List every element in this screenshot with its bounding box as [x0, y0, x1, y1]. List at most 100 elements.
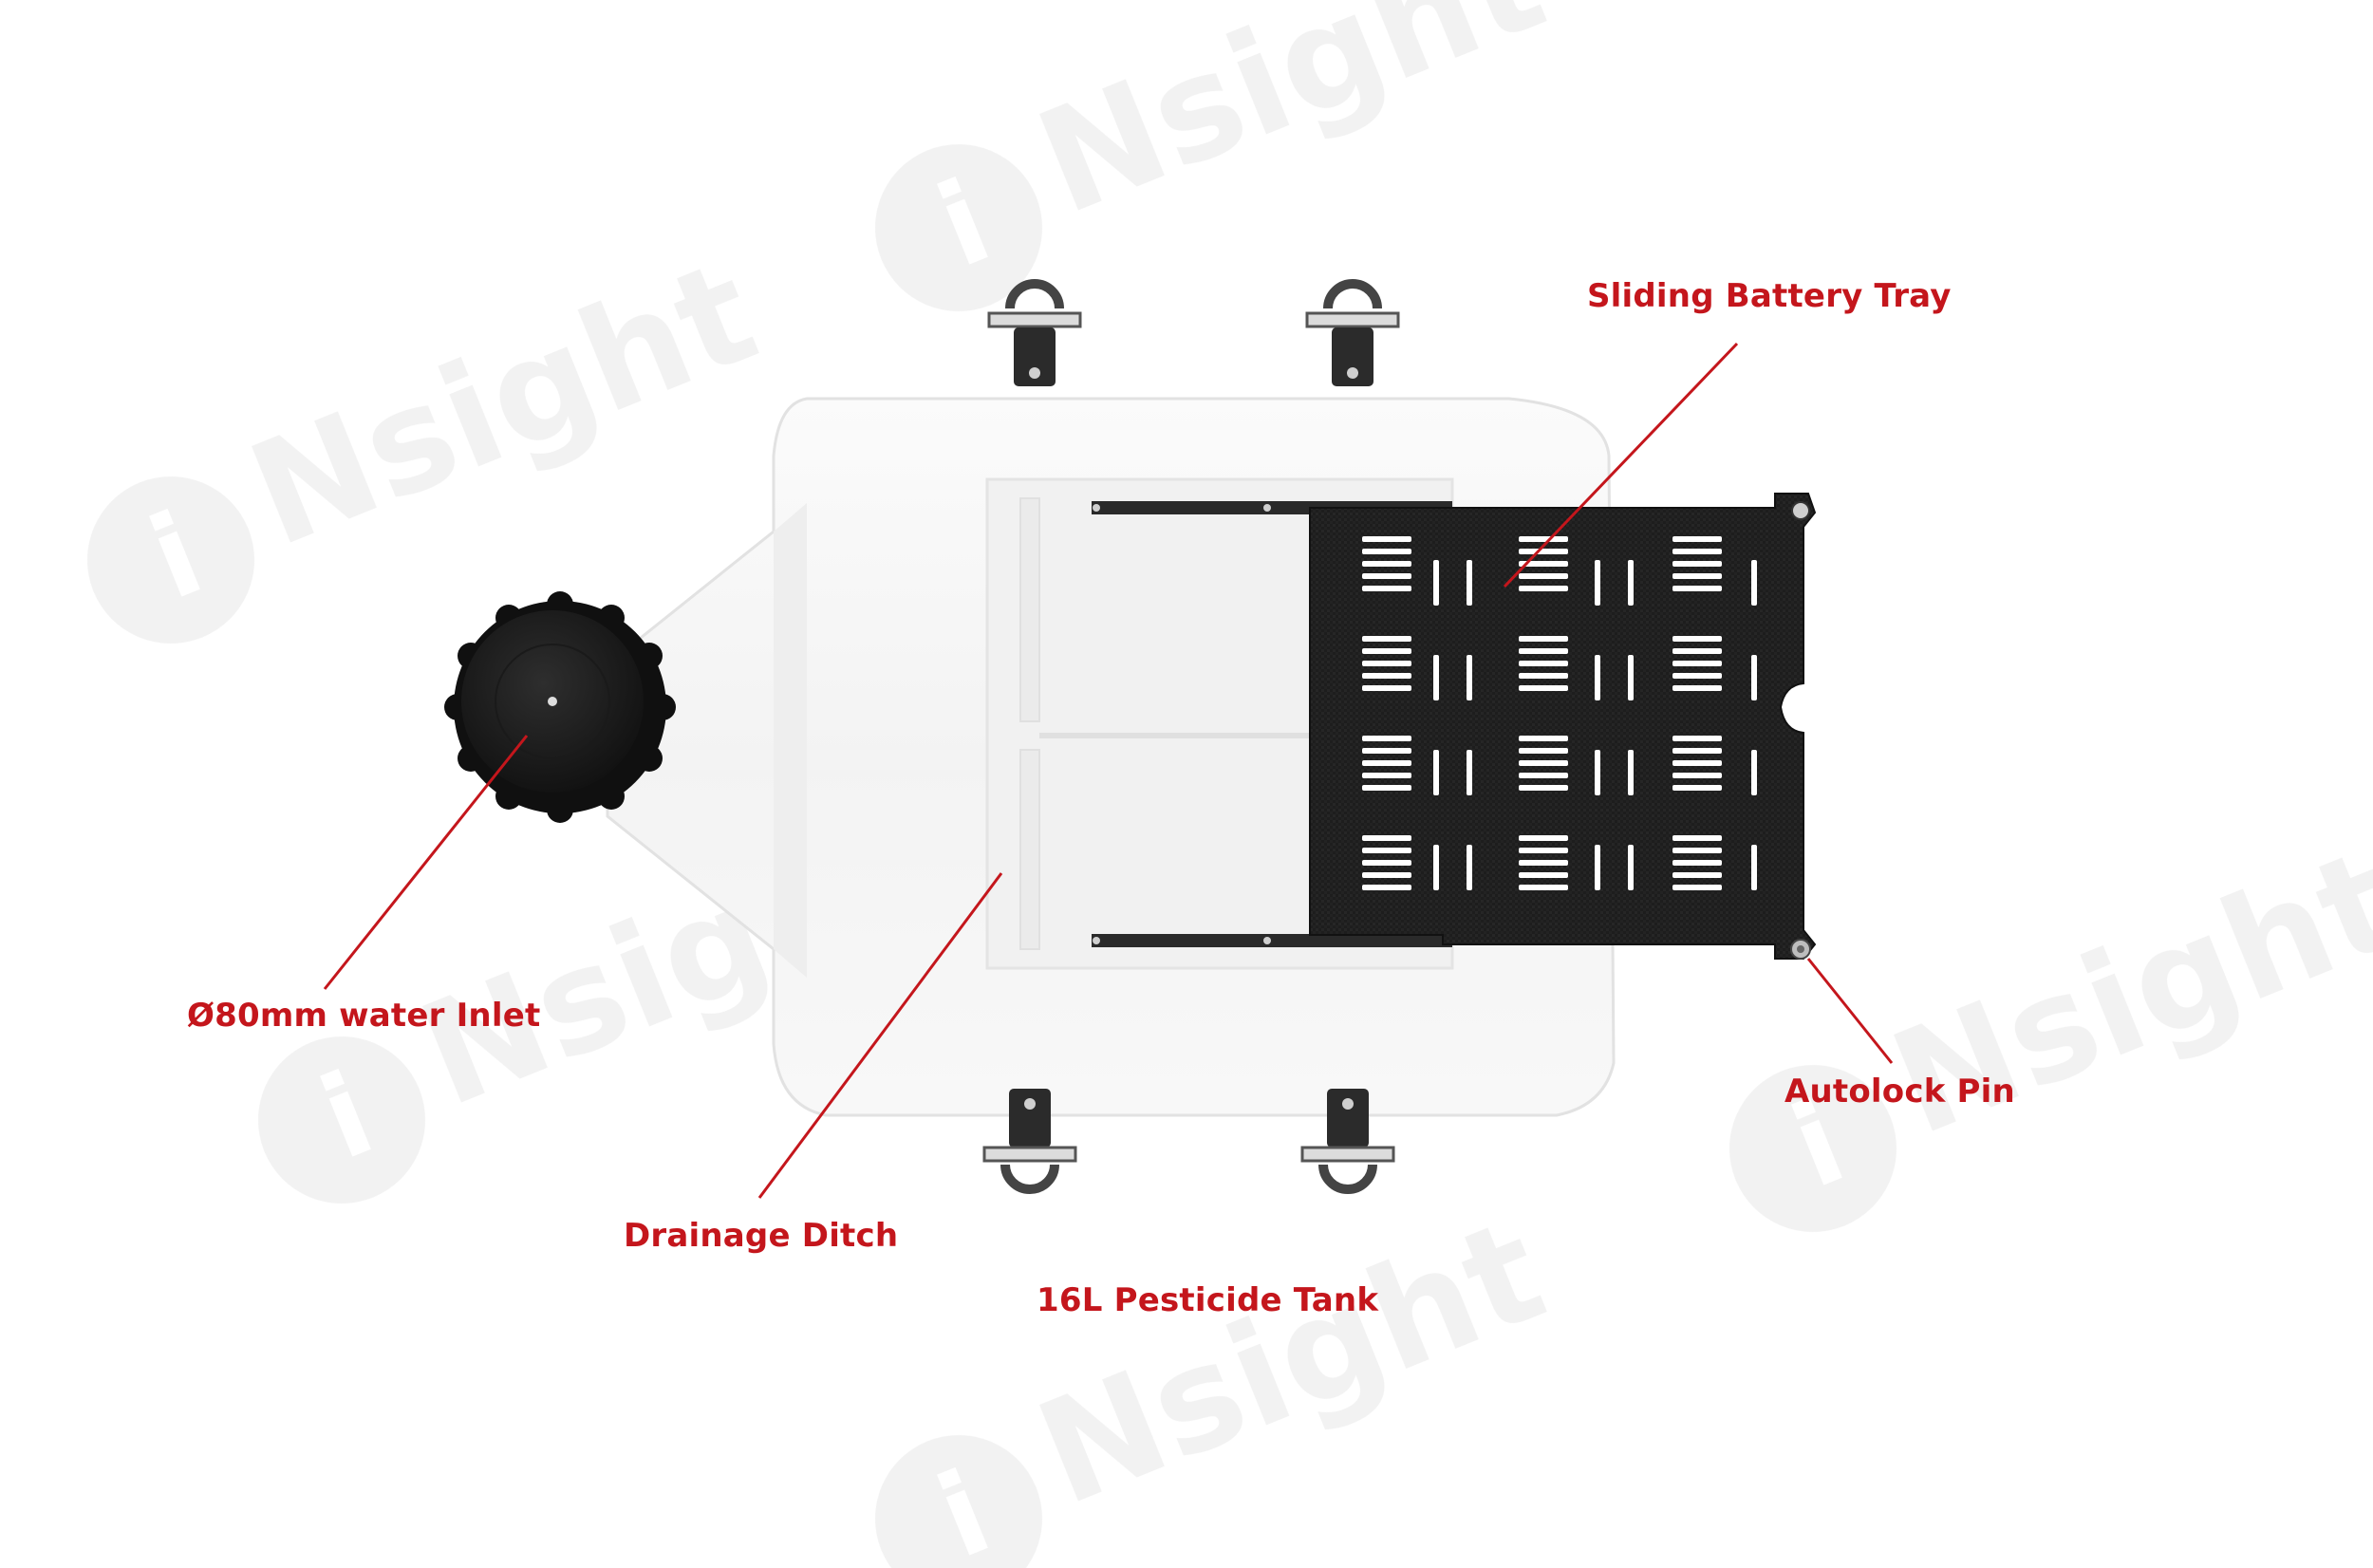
- tray-slot: [1467, 845, 1472, 890]
- mounting-clamps-top: [987, 279, 1400, 386]
- tray-slot: [1628, 655, 1634, 700]
- tray-slot: [1362, 648, 1411, 654]
- tray-slot: [1672, 785, 1722, 791]
- tray-slot: [1519, 748, 1568, 754]
- tray-slot: [1519, 661, 1568, 666]
- tray-slot: [1362, 685, 1411, 691]
- watermark-brand: Nsight: [230, 230, 777, 579]
- tray-slot: [1628, 845, 1634, 890]
- tray-slot: [1433, 750, 1439, 795]
- tray-slot: [1362, 760, 1411, 766]
- tray-slot: [1519, 573, 1568, 579]
- tray-slot: [1519, 885, 1568, 890]
- tray-slot: [1751, 655, 1757, 700]
- tray-slot: [1519, 536, 1568, 542]
- drainage-ditch: [1019, 497, 1040, 722]
- tray-slot: [1467, 750, 1472, 795]
- tray-slot: [1519, 549, 1568, 554]
- tray-slot: [1672, 573, 1722, 579]
- label-tank-name: 16L Pesticide Tank: [1037, 1281, 1379, 1319]
- tray-slot: [1519, 773, 1568, 778]
- tray-slot: [1672, 860, 1722, 866]
- tray-slot: [1672, 685, 1722, 691]
- tray-slot: [1519, 736, 1568, 741]
- tray-slot: [1519, 835, 1568, 841]
- watermark-brand: Nsight: [1018, 1188, 1565, 1538]
- tray-slot: [1362, 673, 1411, 679]
- tray-slot: [1672, 673, 1722, 679]
- tray-slot: [1519, 586, 1568, 591]
- tray-slot: [1519, 673, 1568, 679]
- mounting-clamp: [1305, 279, 1400, 386]
- tray-slot: [1519, 685, 1568, 691]
- tray-slot: [1595, 750, 1600, 795]
- mounting-clamp: [987, 279, 1082, 386]
- tray-slot: [1672, 872, 1722, 878]
- tray-slot: [1672, 661, 1722, 666]
- tray-slot: [1467, 655, 1472, 700]
- callout-line-drainage-ditch: [757, 872, 1003, 1199]
- callout-line-water-inlet: [323, 735, 529, 990]
- tray-slot: [1519, 648, 1568, 654]
- tray-slot: [1362, 860, 1411, 866]
- label-water-inlet: Ø80mm water Inlet: [187, 997, 541, 1035]
- tray-slot: [1519, 636, 1568, 642]
- callout-line-battery-tray: [1503, 342, 1739, 588]
- tray-slot: [1362, 736, 1411, 741]
- tray-slot: [1672, 773, 1722, 778]
- tray-slot: [1595, 845, 1600, 890]
- tray-slot: [1519, 760, 1568, 766]
- tray-slot: [1362, 586, 1411, 591]
- tray-slot: [1672, 835, 1722, 841]
- tray-slot: [1362, 561, 1411, 567]
- tray-slot: [1672, 848, 1722, 853]
- tray-slot: [1362, 848, 1411, 853]
- tray-slot: [1672, 561, 1722, 567]
- tray-slot: [1751, 845, 1757, 890]
- watermark-brand: Nsight: [1018, 0, 1565, 247]
- label-sliding-battery-tray: Sliding Battery Tray: [1587, 277, 1952, 315]
- tray-slot: [1362, 549, 1411, 554]
- watermark-logo: i Nsight: [875, 1188, 1565, 1568]
- tray-slot: [1519, 872, 1568, 878]
- tray-slot: [1362, 835, 1411, 841]
- tray-slot: [1628, 560, 1634, 606]
- tray-slot: [1595, 655, 1600, 700]
- tray-slot: [1751, 750, 1757, 795]
- tray-slot: [1362, 872, 1411, 878]
- tray-slot: [1519, 785, 1568, 791]
- tray-slot: [1672, 636, 1722, 642]
- tray-rail-bottom: [1092, 934, 1452, 947]
- tray-slot: [1672, 760, 1722, 766]
- autolock-pin: [1790, 939, 1811, 960]
- tray-slot: [1672, 648, 1722, 654]
- tray-slot: [1433, 845, 1439, 890]
- tray-slot: [1751, 560, 1757, 606]
- callout-lines: [323, 342, 1894, 1199]
- mounting-clamps-bottom: [982, 1089, 1395, 1194]
- callout-line-autolock-pin: [1806, 958, 1894, 1064]
- watermark-brand: Nsight: [1872, 818, 2373, 1167]
- tray-slots: [1362, 536, 1757, 890]
- tray-slot: [1433, 655, 1439, 700]
- tray-slot: [1433, 560, 1439, 606]
- mounting-clamp: [982, 1089, 1077, 1194]
- tray-slot: [1672, 736, 1722, 741]
- tray-slot: [1628, 750, 1634, 795]
- watermark-logo: i Nsight: [875, 0, 1565, 311]
- tray-slot: [1362, 636, 1411, 642]
- tray-slot: [1362, 773, 1411, 778]
- tray-slot: [1672, 549, 1722, 554]
- tray-slot: [1362, 748, 1411, 754]
- tray-slot: [1672, 885, 1722, 890]
- tray-slot: [1362, 661, 1411, 666]
- tray-slot: [1519, 848, 1568, 853]
- tray-slot: [1672, 748, 1722, 754]
- tray-slot: [1362, 885, 1411, 890]
- tray-slot: [1519, 860, 1568, 866]
- label-drainage-ditch: Drainage Ditch: [624, 1217, 899, 1255]
- sliding-battery-tray: [1092, 493, 1817, 960]
- tray-slot: [1362, 536, 1411, 542]
